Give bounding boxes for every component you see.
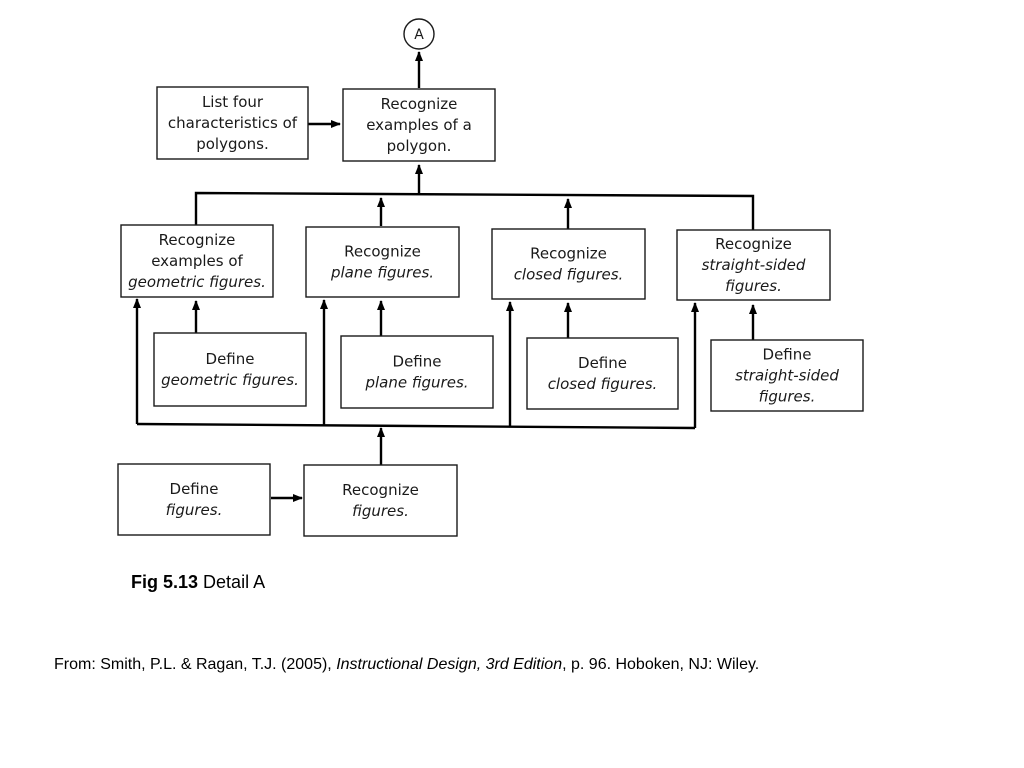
box-text-line: Define bbox=[206, 350, 255, 368]
box-recognize-closed-figures: Recognize closed figures. bbox=[491, 228, 646, 300]
box-text-line: figures. bbox=[725, 277, 782, 295]
box-text-line: straight-sided bbox=[702, 256, 806, 274]
box-define-closed-figures: Define closed figures. bbox=[526, 337, 679, 410]
box-text-line: characteristics of bbox=[168, 114, 298, 132]
citation-book-title: Instructional Design, 3rd Edition bbox=[336, 656, 563, 673]
box-text-line: figures. bbox=[352, 502, 409, 520]
box-define-geometric-figures: Define geometric figures. bbox=[153, 332, 307, 407]
box-frame bbox=[491, 228, 646, 300]
box-recognize-polygon: Recognize examples of a polygon. bbox=[342, 88, 496, 162]
box-text-line: Recognize bbox=[159, 231, 236, 249]
box-text-line: examples of bbox=[151, 252, 243, 270]
box-define-plane-figures: Define plane figures. bbox=[340, 335, 494, 409]
box-define-straight-sided-figures: Define straight-sided figures. bbox=[710, 339, 864, 412]
figure-number: Fig 5.13 bbox=[131, 572, 199, 592]
box-frame bbox=[340, 335, 494, 409]
bus-level-2 bbox=[194, 191, 755, 230]
box-frame bbox=[305, 226, 460, 298]
box-text-line: Recognize bbox=[530, 245, 607, 263]
box-text-line: examples of a bbox=[366, 116, 472, 134]
figure-title: Detail A bbox=[203, 572, 266, 592]
box-define-figures: Define figures. bbox=[117, 463, 271, 536]
box-text-line: plane figures. bbox=[364, 374, 468, 392]
box-text-line: closed figures. bbox=[548, 375, 658, 393]
box-text-line: figures. bbox=[166, 501, 223, 519]
box-text-line: Recognize bbox=[342, 481, 419, 499]
figure-caption: Fig 5.13 Detail A bbox=[131, 572, 265, 593]
box-recognize-plane-figures: Recognize plane figures. bbox=[305, 226, 460, 298]
box-text-line: List four bbox=[202, 93, 264, 111]
box-text-line: Define bbox=[763, 346, 812, 364]
box-text-line: Define bbox=[170, 480, 219, 498]
box-recognize-geometric-figures: Recognize examples of geometric figures. bbox=[120, 224, 274, 298]
box-frame bbox=[710, 339, 864, 412]
citation-authors: From: Smith, P.L. & Ragan, T.J. (2005), bbox=[54, 656, 337, 673]
connector-a-label: A bbox=[414, 27, 424, 43]
box-text-line: polygon. bbox=[387, 137, 452, 155]
box-frame bbox=[120, 224, 274, 298]
box-text-line: geometric figures. bbox=[161, 371, 299, 389]
source-citation: From: Smith, P.L. & Ragan, T.J. (2005), … bbox=[54, 656, 759, 674]
box-frame bbox=[153, 332, 307, 407]
box-text-line: geometric figures. bbox=[128, 273, 266, 291]
box-recognize-figures: Recognize figures. bbox=[303, 464, 458, 537]
box-frame bbox=[156, 86, 309, 160]
box-text-line: Define bbox=[393, 353, 442, 371]
connector-a: A bbox=[403, 18, 435, 50]
box-frame bbox=[342, 88, 496, 162]
box-text-line: Recognize bbox=[344, 243, 421, 261]
box-frame bbox=[117, 463, 271, 536]
citation-publisher: , p. 96. Hoboken, NJ: Wiley. bbox=[562, 656, 760, 673]
box-frame bbox=[526, 337, 679, 410]
box-text-line: figures. bbox=[759, 388, 816, 406]
box-frame bbox=[303, 464, 458, 537]
box-frame bbox=[676, 229, 831, 301]
bus-level-1 bbox=[136, 422, 696, 430]
box-text-line: Define bbox=[578, 354, 627, 372]
connectors bbox=[133, 51, 757, 502]
box-text-line: Recognize bbox=[381, 95, 458, 113]
box-text-line: straight-sided bbox=[735, 367, 839, 385]
box-text-line: Recognize bbox=[715, 235, 792, 253]
box-text-line: polygons. bbox=[196, 135, 269, 153]
box-text-line: closed figures. bbox=[514, 266, 624, 284]
box-recognize-straight-sided-figures: Recognize straight-sided figures. bbox=[676, 229, 831, 301]
box-text-line: plane figures. bbox=[330, 264, 434, 282]
box-list-four-characteristics: List four characteristics of polygons. bbox=[156, 86, 309, 160]
